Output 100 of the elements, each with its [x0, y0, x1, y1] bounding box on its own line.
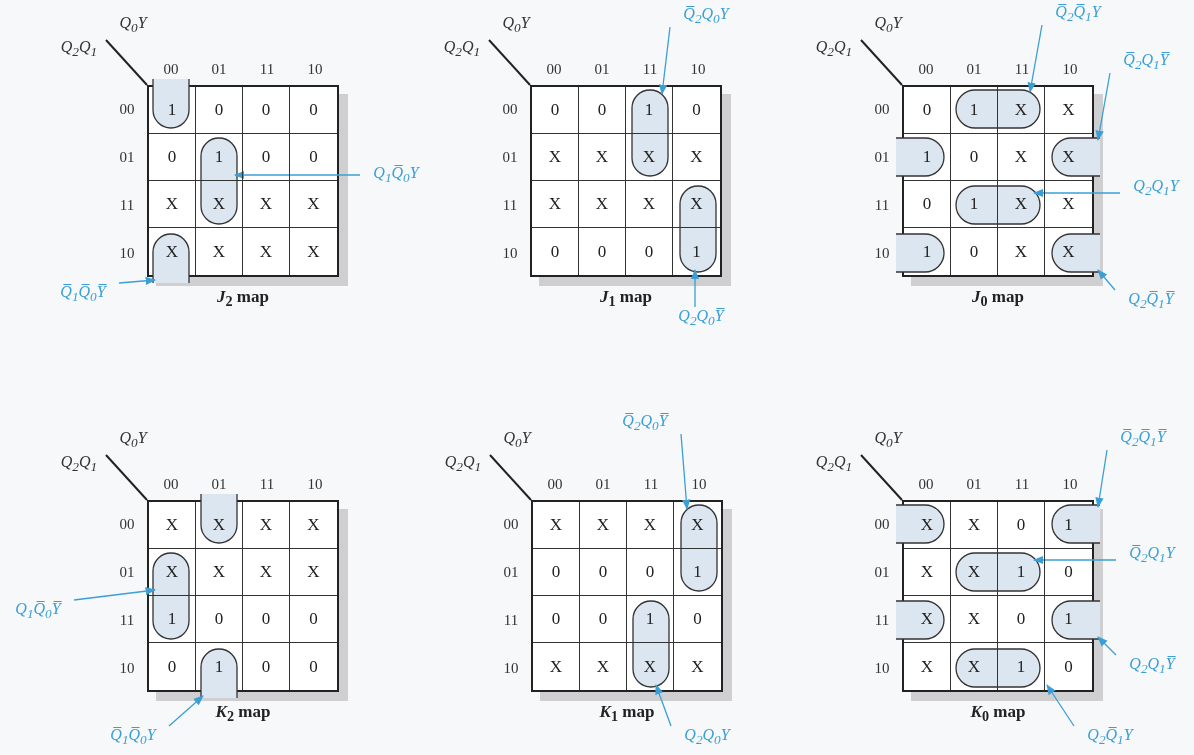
row-header: 10: [503, 659, 519, 677]
leader-line: [1095, 449, 1108, 509]
cell-value: 0: [214, 609, 224, 629]
cell-value: X: [212, 241, 226, 262]
row-header: 01: [119, 148, 135, 166]
cell-value: 0: [693, 609, 702, 629]
cell-value: X: [1014, 241, 1028, 262]
column-variable-label: Q$_{0}$Y: [874, 13, 902, 37]
cell-value: X: [1062, 100, 1075, 120]
row-header: 10: [119, 244, 135, 262]
cell-value: X: [967, 609, 981, 629]
row-header: 00: [874, 100, 890, 118]
grouping-loop: [1052, 234, 1100, 272]
column-header: 11: [1014, 60, 1030, 78]
row-variable-label: Q$_{2}$Q$_{1}$: [815, 37, 853, 61]
grouping-loop: [681, 505, 717, 591]
row-header: 01: [502, 148, 518, 166]
cell-value: X: [307, 515, 320, 535]
cell-value: 1: [922, 241, 932, 262]
row-header: 10: [874, 244, 890, 262]
cell-value: X: [165, 194, 179, 214]
column-header: 01: [966, 60, 982, 78]
cell-value: 1: [214, 656, 224, 677]
term-label: Q̅$_{2}$Q$_{0}$Y: [670, 5, 742, 27]
leader-line: [1046, 684, 1075, 727]
column-header: 10: [690, 60, 706, 78]
grouping-loop: [896, 505, 944, 543]
row-header: 01: [874, 563, 890, 581]
cell-value: 0: [644, 241, 654, 262]
cell-value: X: [259, 241, 273, 262]
term-label: Q$_{2}$Q$_{1}$Y: [1120, 177, 1192, 199]
grouping-loop: [956, 553, 1040, 591]
cell-value: 0: [597, 241, 607, 262]
cell-value: X: [259, 515, 273, 535]
row-header: 00: [874, 515, 890, 533]
column-header: 01: [211, 475, 227, 493]
cell-value: X: [548, 194, 562, 214]
column-variable-label: Q$_{0}$Y: [502, 13, 530, 37]
grouping-loop: [633, 601, 669, 687]
cell-value: 0: [550, 100, 560, 120]
row-header: 00: [503, 515, 519, 533]
cell-value: 0: [551, 562, 561, 582]
cell-value: X: [642, 194, 656, 214]
column-header: 01: [211, 60, 227, 78]
cell-value: 0: [309, 656, 318, 677]
row-header: 00: [119, 100, 135, 118]
term-label: Q̅$_{2}$Q$_{1}$Y̅: [1110, 51, 1182, 73]
term-label: Q$_{1}$Q̅$_{0}$Y̅: [2, 600, 74, 622]
leader-line: [233, 170, 361, 180]
cell-value: X: [595, 147, 609, 167]
term-label: Q̅$_{2}$Q̅$_{1}$Y: [1042, 3, 1114, 25]
leader-line: [118, 276, 157, 285]
cell-value: 1: [644, 100, 654, 120]
row-variable-label: Q$_{2}$Q$_{1}$: [815, 452, 853, 476]
column-header: 10: [691, 475, 707, 493]
cell-value: X: [643, 656, 657, 677]
column-header: 11: [1014, 475, 1030, 493]
row-header: 11: [503, 611, 519, 629]
cell-value: X: [1014, 147, 1028, 167]
leader-line: [690, 268, 700, 308]
cell-value: X: [691, 515, 704, 535]
leader-line: [73, 587, 157, 601]
leader-line: [1032, 555, 1117, 565]
map-title: K$_{1}$ map: [599, 702, 655, 726]
cell-value: 0: [969, 147, 979, 167]
grouping-loop: [201, 494, 237, 543]
cell-value: 1: [1064, 609, 1073, 629]
column-header: 00: [547, 475, 563, 493]
column-variable-label: Q$_{0}$Y: [503, 428, 531, 452]
cell-value: 0: [261, 656, 271, 677]
leader-line: [680, 433, 691, 511]
cell-value: 1: [167, 609, 177, 629]
cell-value: 0: [922, 194, 932, 214]
cell-value: 0: [309, 609, 318, 629]
cell-value: X: [1014, 100, 1028, 120]
term-label: Q̅$_{2}$Q$_{0}$Y̅: [609, 412, 681, 434]
cell-value: 1: [693, 562, 702, 582]
grouping-loop: [1052, 601, 1100, 639]
column-header: 00: [163, 60, 179, 78]
row-header: 01: [119, 563, 135, 581]
cell-value: X: [307, 562, 320, 582]
column-header: 10: [307, 60, 323, 78]
cell-value: 0: [1064, 562, 1073, 582]
cell-value: 0: [214, 100, 224, 120]
cell-value: 1: [645, 609, 655, 629]
cell-value: X: [259, 562, 273, 582]
cell-value: 0: [597, 100, 607, 120]
leader-line: [1027, 24, 1043, 93]
map-title: J$_{0}$ map: [972, 287, 1024, 311]
column-header: 10: [1062, 475, 1078, 493]
column-variable-label: Q$_{0}$Y: [119, 428, 147, 452]
grouping-loop: [153, 553, 189, 639]
cell-value: X: [548, 147, 562, 167]
cell-value: 1: [969, 194, 979, 214]
cell-value: 0: [692, 100, 701, 120]
term-label: Q̅$_{2}$Q̅$_{1}$Y̅: [1107, 428, 1179, 450]
cell-value: 1: [969, 100, 979, 120]
grouping-loop: [201, 649, 237, 698]
term-label: Q$_{2}$Q̅$_{1}$Y: [1074, 726, 1146, 748]
cell-value: X: [165, 241, 179, 262]
